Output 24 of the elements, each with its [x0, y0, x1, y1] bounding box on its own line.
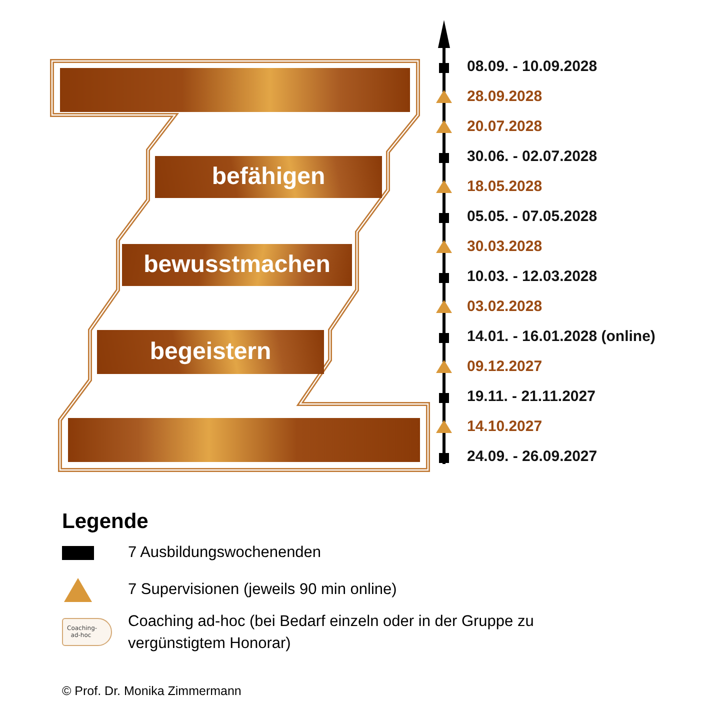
- legend-text: 7 Supervisionen (jeweils 90 min online): [128, 580, 398, 600]
- step-bar: befähigen: [155, 156, 382, 198]
- copyright-note: © Prof. Dr. Monika Zimmermann: [62, 684, 242, 698]
- date-label: 30.03.2028: [467, 238, 542, 255]
- step-bar: begeistern: [97, 330, 324, 374]
- date-label: 05.05. - 07.05.2028: [467, 208, 598, 225]
- date-label: 14.10.2027: [467, 418, 542, 435]
- bar: [60, 68, 410, 112]
- date-label: 24.09. - 26.09.2027: [467, 448, 598, 465]
- date-label: 30.06. - 02.07.2028: [467, 148, 598, 165]
- legend-text: Coaching ad-hoc (bei Bedarf einzeln oder in der Gruppe zu vergünstigtem Honorar): [128, 612, 535, 654]
- date-label: 28.09.2028: [467, 88, 542, 105]
- date-label: 20.07.2028: [467, 118, 542, 135]
- bar: [68, 418, 420, 462]
- date-label: 19.11. - 21.11.2027: [467, 388, 596, 405]
- date-label: 08.09. - 10.09.2028: [467, 58, 598, 75]
- date-label: 03.02.2028: [467, 298, 542, 315]
- date-label: 14.01. - 16.01.2028 (online): [467, 328, 656, 345]
- date-label: 10.03. - 12.03.2028: [467, 268, 598, 285]
- date-label: 18.05.2028: [467, 178, 542, 195]
- step-bar: bewusstmachen: [122, 244, 352, 286]
- legend-title: Legende: [62, 510, 148, 534]
- date-label: 09.12.2027: [467, 358, 542, 375]
- legend-text: 7 Ausbildungswochenenden: [128, 543, 322, 563]
